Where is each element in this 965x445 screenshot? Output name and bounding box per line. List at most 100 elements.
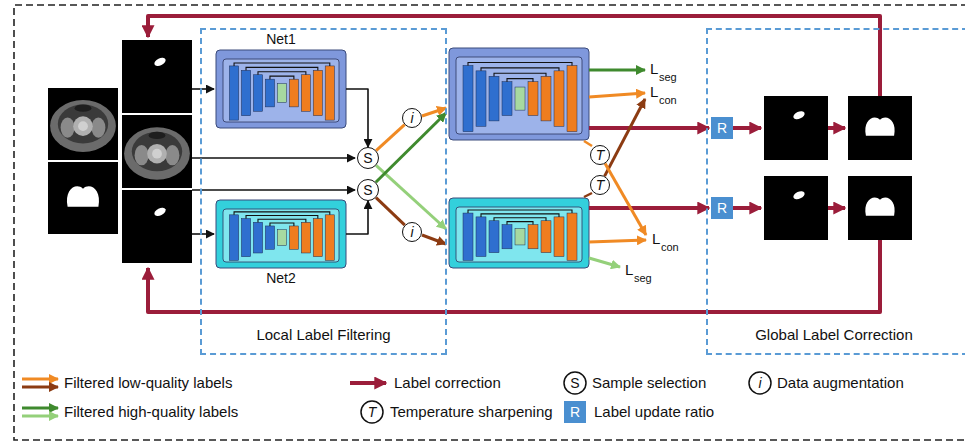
skip-connection [468,62,572,65]
node-title: Net2 [216,270,346,287]
network-layer [515,228,525,245]
symbol-letter: S [363,151,372,165]
network-layer [241,219,250,257]
skip-connection [270,76,294,79]
skip-connection [481,214,559,217]
node-title: Net1 [216,31,346,48]
network-layer [301,222,310,253]
loss-arrow [589,240,646,242]
connector [346,89,368,147]
network-layer [463,65,473,131]
legend-circle [749,372,771,394]
legend-symbol-letter: i [748,374,772,392]
network-layer [554,71,564,126]
correction-arrow [733,206,761,210]
network-layer [489,76,499,121]
loss-symbol: L [650,61,658,78]
skip-connection [246,67,318,70]
legend-arrow [22,415,58,418]
mask-region [153,56,167,67]
network-layer [253,75,262,112]
network-layer [313,219,322,257]
mri-tissue [75,105,92,112]
network-layer [554,217,564,257]
legend-text: Temperature sharpening [390,403,553,421]
connector [346,201,368,234]
mask-region [865,198,894,216]
legend-text: Sample selection [592,374,706,392]
symbol-letter: S [363,183,372,197]
network-box: Net1 [216,50,346,128]
network-layer [265,79,274,107]
mask-region [792,109,806,120]
node-title: Global Label Correction [708,326,965,344]
mri-tissue [165,145,179,165]
to-sharpening [584,193,592,197]
operation-circle: S [357,179,379,201]
mask-region [865,118,894,136]
network-box [449,48,589,140]
loss-arrow [589,258,620,267]
network-layer [301,75,310,112]
network-layer [515,87,525,110]
network-inner [223,209,339,262]
operation-circle: T [590,145,610,165]
operation-circle: i [402,108,422,128]
skip-connection [507,222,533,225]
loss-subscript: seg [634,272,652,284]
ratio-box: R [711,197,733,219]
network-box: Net2 [216,200,346,268]
outer-dashed-frame [14,5,965,440]
loss-subscript: con [659,94,677,106]
legend-arrow [350,381,386,385]
mri-tissue [132,132,182,171]
network-inner [456,57,582,134]
network-box [216,200,346,268]
operation-circle: S [357,147,379,169]
skip-connection [258,219,306,222]
network-layer [528,225,538,249]
input-arrow [192,88,214,90]
network-layer [567,65,577,131]
network-box [216,50,346,128]
network-layer [502,82,512,116]
legend-arrow [22,407,58,410]
legend-text: Filtered high-quality labels [64,403,238,421]
legend-text: Data augmentation [777,374,904,392]
network-layer [541,221,551,253]
loss-subscript: seg [659,71,677,83]
mask-image [122,190,192,263]
mri-tissue [124,127,190,180]
network-layer [325,66,334,120]
loss-symbol: L [625,262,633,279]
mask-image [848,176,912,240]
mri-tissue [91,118,105,138]
network-layer [313,70,322,115]
low-quality-arrow [422,108,446,116]
legend-square [564,401,586,423]
input-arrow [192,233,214,235]
loss-symbol: L [650,84,658,101]
network-layer [277,84,286,103]
network-layer [489,221,499,253]
symbol-letter: R [717,121,727,135]
loss-arrow [605,164,646,235]
symbol-letter: i [410,111,413,125]
skip-connection [270,223,294,226]
symbol-letter: i [410,225,413,239]
network-layer [277,230,286,246]
legend-circle [564,372,586,394]
legend-arrow [22,386,58,389]
mri-tissue [50,100,116,152]
mask-image [48,162,118,234]
legend-symbol-letter: T [360,403,384,421]
skip-connection [258,72,306,75]
network-layer [567,213,577,260]
low-quality-arrow [422,235,446,244]
skip-connection [507,79,533,82]
node-title: Local Label Filtering [202,326,445,344]
symbol-letter: R [717,201,727,215]
network-inner [223,59,339,122]
mask-image [122,40,192,113]
mri-image [122,115,192,188]
